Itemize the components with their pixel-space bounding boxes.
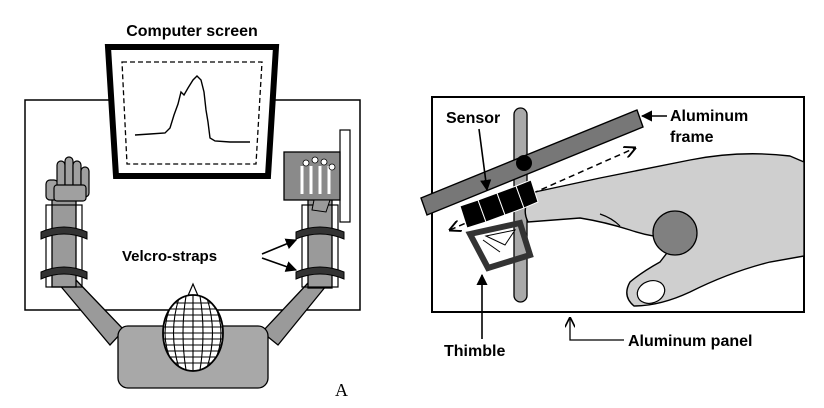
thimble-label: Thimble	[444, 343, 505, 360]
fingernail	[636, 280, 666, 304]
sensor-pointer	[478, 128, 492, 192]
aluminum-frame-label-line2: frame	[670, 129, 714, 146]
velcro-arrow-lower	[261, 257, 298, 272]
right-arm	[261, 129, 351, 346]
left-velcro-straps	[40, 226, 88, 280]
sensor-device	[283, 129, 351, 223]
ring	[652, 210, 698, 256]
aluminum-panel-label: Aluminum panel	[628, 333, 752, 350]
left-arm	[40, 156, 125, 346]
velcro-arrow-upper	[261, 238, 298, 255]
head	[162, 282, 224, 372]
panel-b-sensor-diagram: Sensor Aluminum frame Thimble Aluminum p…	[420, 96, 805, 360]
sensor-label: Sensor	[446, 110, 500, 127]
panel-a-letter: A	[335, 380, 348, 400]
sensor-blocks	[459, 179, 539, 229]
velcro-straps-label: Velcro-straps	[122, 248, 217, 265]
computer-screen	[104, 44, 280, 179]
left-hand	[45, 156, 90, 202]
panel-a-setup-diagram: Computer screen	[24, 23, 361, 400]
computer-screen-label: Computer screen	[126, 23, 258, 40]
thimble	[465, 219, 534, 272]
rod-joint	[516, 155, 532, 171]
panel-pointer	[570, 318, 624, 341]
aluminum-frame-label-line1: Aluminum	[670, 108, 748, 125]
emg-signal-trace	[134, 75, 250, 143]
right-velcro-straps	[295, 226, 345, 280]
